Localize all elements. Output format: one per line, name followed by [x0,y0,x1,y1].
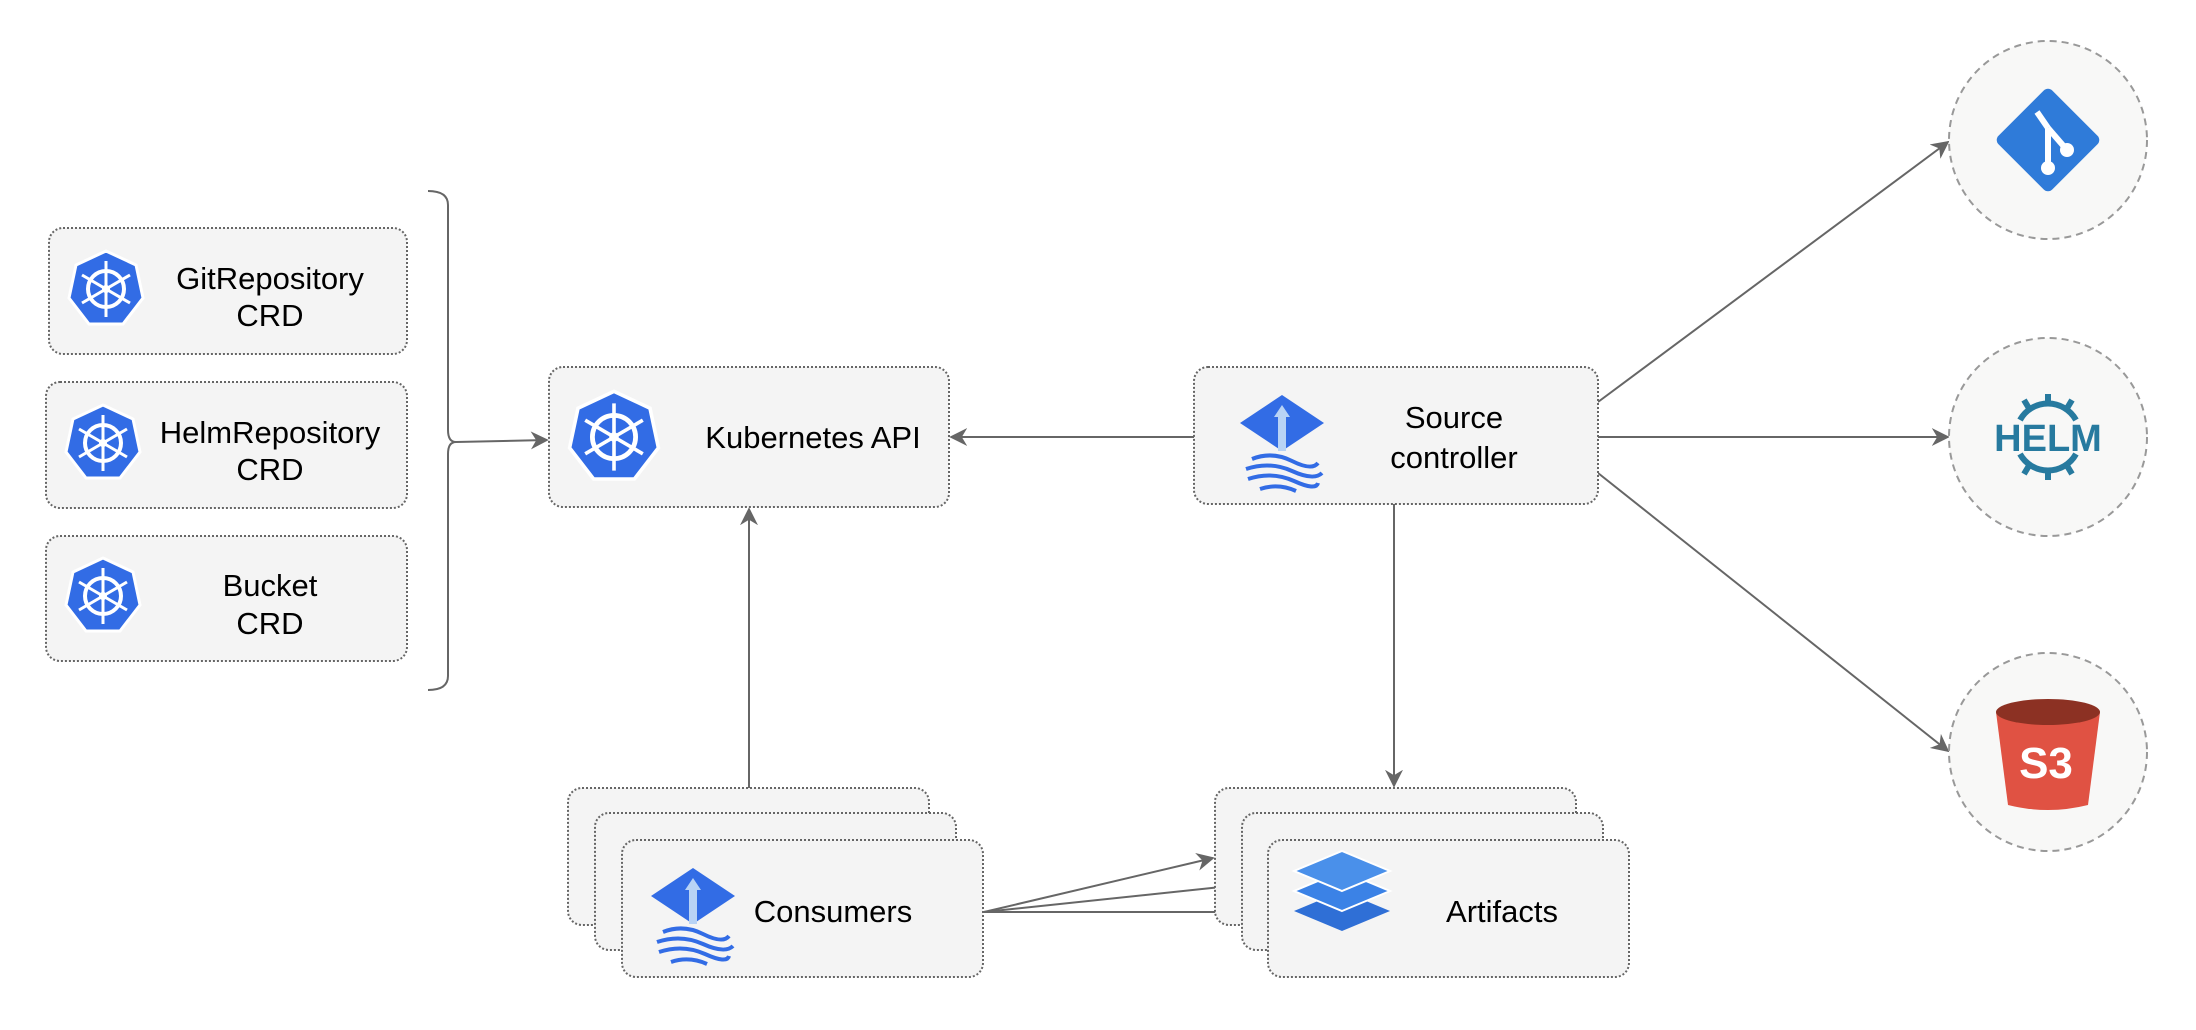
crd-kind: CRD [236,298,303,333]
edge-controller-to-git [1597,140,1950,403]
source-controller-node[interactable]: Source controller [1193,366,1599,505]
edges [455,140,1950,921]
git-icon [1996,88,2100,192]
s3-bucket-icon [1996,699,2100,810]
helm-source[interactable]: HELM [1948,337,2148,537]
source-controller-label: controller [1390,440,1518,475]
kubernetes-icon [64,403,142,480]
crd-name: Bucket [223,568,318,603]
s3-source[interactable]: S3 [1948,652,2148,852]
kubernetes-api-node[interactable]: Kubernetes API [548,366,950,508]
kubernetes-icon [64,556,142,633]
helm-logo-text: HELM [1994,418,2102,460]
layers-icon [1291,849,1393,931]
source-controller-label: Source [1405,400,1503,435]
artifacts-label: Artifacts [1446,894,1558,929]
s3-logo-text: S3 [2019,739,2073,788]
git-source[interactable] [1948,40,2148,240]
edge-crds-to-api [455,431,549,450]
artifacts-node[interactable]: Artifacts [1214,787,1630,978]
kubernetes-icon [570,391,659,479]
edge-controller-to-s3 [1597,472,1950,753]
consumers-label: Consumers [754,894,913,929]
crd-helmrepository[interactable]: HelmRepository CRD [45,381,408,509]
crd-group-brace [427,190,457,691]
edge-consumers-to-artifacts [983,852,1215,913]
kubernetes-icon [67,249,145,326]
kubernetes-api-label: Kubernetes API [705,420,920,455]
crd-gitrepository[interactable]: GitRepository CRD [48,227,408,355]
crd-name: GitRepository [176,261,364,296]
crd-bucket[interactable]: Bucket CRD [45,535,408,662]
crd-kind: CRD [236,606,303,641]
edge-consumers-to-artifacts [983,877,1242,913]
crd-kind: CRD [236,452,303,487]
consumers-node[interactable]: Consumers [567,787,984,978]
helm-icon [2017,394,2079,480]
crd-name: HelmRepository [160,415,381,450]
